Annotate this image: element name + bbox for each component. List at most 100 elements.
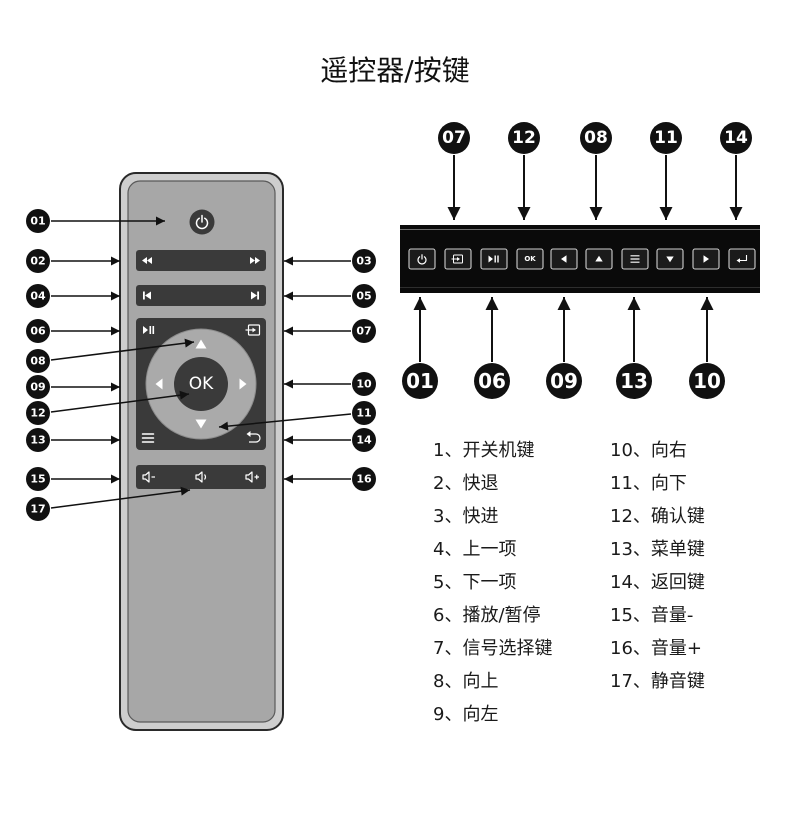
- panel-callouts-top: 07 12 08 11 14: [438, 122, 752, 220]
- callout-badge-down: 11: [352, 401, 376, 425]
- callout-label: 13: [30, 434, 45, 447]
- device-key-panel: OK: [400, 225, 760, 293]
- legend-item: 8、向上: [433, 671, 498, 692]
- remote-track-bar: [136, 285, 266, 306]
- callout-label: 05: [356, 290, 371, 303]
- fast-forward-icon: [250, 257, 260, 264]
- callout-label: 14: [724, 128, 748, 148]
- callout-badge-up: 08: [26, 349, 50, 373]
- callout-badge-volume-down: 15: [26, 467, 50, 491]
- right-arrow-icon: [239, 378, 247, 390]
- leader-line-up: [50, 338, 195, 361]
- callout-badge-left: 09: [26, 375, 50, 399]
- legend-item: 14、返回键: [610, 572, 705, 593]
- callout-label: 16: [356, 473, 372, 486]
- callout-badge-return: 14: [352, 428, 376, 452]
- remote-volume-bar: [136, 465, 266, 489]
- legend-item: 11、向下: [610, 473, 687, 494]
- callout-label: 06: [478, 369, 506, 393]
- legend-item: 12、确认键: [610, 506, 705, 527]
- panel-ok-button: OK: [516, 248, 544, 270]
- callout-label: 10: [356, 378, 372, 391]
- callout-label: 11: [356, 407, 371, 420]
- input-source-icon: [245, 324, 261, 336]
- next-icon: [251, 291, 259, 300]
- left-arrow-icon: [155, 378, 163, 390]
- remote-ok-button: OK: [174, 357, 228, 411]
- callout-label: 04: [30, 290, 46, 303]
- callout-label: 01: [30, 215, 45, 228]
- page-title: 遥控器/按键: [320, 54, 469, 87]
- legend-item: 4、上一项: [433, 539, 516, 560]
- panel-play-pause-button: [480, 248, 508, 270]
- remote-callouts-right: 03 05 07 10 11 14 16: [218, 249, 376, 491]
- callout-badge-power: 01: [26, 209, 50, 233]
- panel-left-button: [550, 248, 578, 270]
- up-arrow-icon: [595, 255, 603, 262]
- callout-badge-input-source: 07: [438, 122, 470, 154]
- leader-line-mute: [50, 486, 191, 509]
- up-arrow-icon: [195, 339, 207, 349]
- callout-label: 12: [30, 407, 45, 420]
- callout-badge-volume-up: 16: [352, 467, 376, 491]
- callout-label: 07: [356, 325, 371, 338]
- leader-line-down: [218, 413, 352, 431]
- callout-badge-up: 08: [580, 122, 612, 154]
- callout-badge-fast-forward: 03: [352, 249, 376, 273]
- callout-label: 12: [512, 128, 536, 148]
- callout-label: 13: [620, 369, 648, 393]
- ok-label: OK: [524, 255, 536, 263]
- panel-input-button: [444, 248, 472, 270]
- callout-label: 09: [30, 381, 45, 394]
- callout-badge-next: 05: [352, 284, 376, 308]
- remote-power-button: [189, 209, 215, 235]
- legend-item: 2、快退: [433, 473, 498, 494]
- panel-right-button: [692, 248, 720, 270]
- return-icon: [736, 255, 748, 263]
- callout-badge-right: 10: [689, 363, 725, 399]
- callout-badge-menu: 13: [26, 428, 50, 452]
- callout-badge-previous: 04: [26, 284, 50, 308]
- legend-item: 16、音量+: [610, 638, 702, 659]
- panel-menu-button: [621, 248, 649, 270]
- legend-item: 10、向右: [610, 440, 687, 461]
- legend-column-right: 10、向右 11、向下 12、确认键 13、菜单键 14、返回键 15、音量- …: [610, 440, 705, 692]
- callout-label: 10: [693, 369, 721, 393]
- legend-item: 15、音量-: [610, 605, 693, 626]
- legend-item: 3、快进: [433, 506, 498, 527]
- callout-badge-menu: 13: [616, 363, 652, 399]
- callout-label: 02: [30, 255, 45, 268]
- legend-item: 6、播放/暂停: [433, 605, 541, 626]
- callout-label: 01: [406, 369, 434, 393]
- input-source-icon: [451, 254, 463, 264]
- panel-up-button: [585, 248, 613, 270]
- callout-badge-rewind: 02: [26, 249, 50, 273]
- callout-label: 11: [654, 128, 678, 148]
- callout-label: 15: [30, 473, 45, 486]
- play-pause-icon: [143, 326, 155, 334]
- menu-icon: [630, 255, 640, 263]
- ok-label: OK: [189, 374, 214, 394]
- return-icon: [246, 431, 261, 443]
- legend-item: 5、下一项: [433, 572, 516, 593]
- rewind-icon: [142, 257, 152, 264]
- down-arrow-icon: [195, 419, 207, 429]
- panel-callouts-bottom: 01 06 09 13 10: [402, 297, 725, 399]
- callout-badge-power: 01: [402, 363, 438, 399]
- callout-label: 06: [30, 325, 46, 338]
- remote-callouts-left: 01 02 04 06 08 09 12 13 15 17: [26, 209, 195, 521]
- remote-seek-bar: [136, 250, 266, 271]
- power-icon: [417, 254, 427, 265]
- panel-power-button: [408, 248, 436, 270]
- down-arrow-icon: [666, 256, 674, 263]
- remote-control: OK: [119, 172, 284, 731]
- callout-label: 03: [356, 255, 371, 268]
- play-pause-icon: [488, 255, 499, 263]
- power-icon: [195, 214, 209, 230]
- legend-item: 7、信号选择键: [433, 638, 552, 659]
- volume-down-icon: [142, 471, 155, 483]
- legend-item: 13、菜单键: [610, 539, 705, 560]
- leader-line-ok: [50, 390, 190, 413]
- legend-item: 1、开关机键: [433, 440, 534, 461]
